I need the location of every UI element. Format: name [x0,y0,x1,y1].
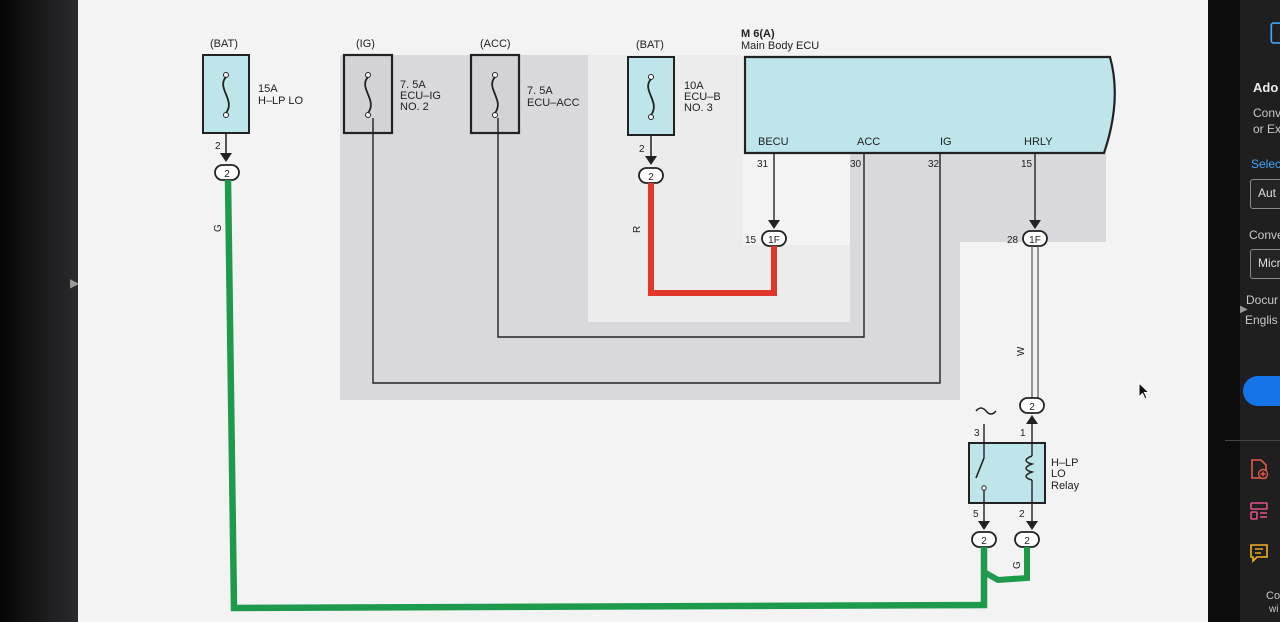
auto-select-value: Aut [1258,186,1277,200]
fuse4-name2: NO. 3 [684,102,713,114]
relay-pin-3: 3 [974,428,980,439]
relay-connector-5-label: 2 [981,536,987,547]
panel-bottom-text-2: wi [1269,604,1279,615]
panel-bottom-text: Co [1266,590,1280,602]
fuse2-rating: 7. 5A [400,79,426,91]
fuse1-name: H–LP LO [258,95,303,107]
wire-red-color: R [632,226,643,233]
ecu-pin-30: 30 [850,159,862,170]
junction-becu-pin: 15 [745,235,757,246]
doc-label: Docur [1246,293,1279,307]
relay-pin-1: 1 [1020,428,1026,439]
convert-select[interactable]: Micr [1250,249,1280,279]
arrow-becu [768,220,780,229]
pdf-add-icon[interactable] [1248,458,1270,480]
panel-title: Ado [1253,80,1279,95]
fuse1-connector [214,164,240,181]
monitor-bezel-left [0,0,78,622]
doc-language: Englis [1245,313,1278,327]
relay-pin-5: 5 [973,509,979,520]
file-icon[interactable] [1268,22,1280,44]
wire-green-color-2: G [1012,561,1023,569]
relay-top-arrow [1026,415,1038,424]
relay-name3: Relay [1051,480,1080,492]
fuse-h-lp-lo [202,54,250,162]
fuse2-name: ECU–IG [400,90,441,102]
ecu-name: Main Body ECU [741,40,819,52]
junction-hrly [1022,230,1048,247]
relay-top-connector [1019,397,1045,414]
acrobat-side-panel: Ado Conv or Ex Selec Aut Conve Micr ▶ Do… [1240,0,1280,622]
relay-name: H–LP [1051,457,1079,469]
auto-select[interactable]: Aut [1250,179,1280,209]
fuse-ecu-b [627,56,675,165]
wire-ig [372,118,941,384]
chevron-right-icon[interactable]: ▶ [70,276,80,290]
panel-divider [1225,440,1280,441]
convert-button[interactable] [1243,376,1280,406]
ecu-pin-becu-label: BECU [758,136,789,148]
relay-top-connector-label: 2 [1029,402,1035,413]
wire-acc [497,118,865,338]
fuse2-source: (IG) [356,38,375,50]
wiring-diagram-page: (BAT) 15A H–LP LO 2 2 (IG) 7. 5A ECU–IG … [78,0,1208,622]
fuse-ecu-ig [342,53,394,135]
layout-icon[interactable] [1248,500,1270,522]
ecu-pin-ig-label: IG [940,136,952,148]
fuse-ecu-acc [469,53,521,135]
fuse3-rating: 7. 5A [527,85,553,97]
convert-label: Conve [1249,228,1280,242]
main-body-ecu [743,55,1116,155]
wire-green-main [224,179,988,612]
wire-white [1031,246,1039,398]
convert-select-value: Micr [1258,256,1280,270]
monitor-bezel-right [1208,0,1240,622]
relay-pin-2: 2 [1019,509,1025,520]
fuse4-source: (BAT) [636,39,664,51]
wire-green-color-1: G [213,224,224,232]
panel-line-1: Conv [1253,106,1280,120]
fuse4-name: ECU–B [684,91,721,103]
junction-hrly-pin: 28 [1007,235,1019,246]
panel-line-2: or Ex [1253,122,1280,136]
fuse1-rating: 15A [258,83,278,95]
mouse-cursor-icon [1138,382,1151,400]
fuse1-connector-label: 2 [224,169,230,180]
junction-becu-label: 1F [768,235,780,246]
fuse4-rating: 10A [684,80,704,92]
ecu-pin-31: 31 [757,159,769,170]
ecu-header: M 6(A) [741,28,775,40]
ecu-pin-15: 15 [1021,159,1033,170]
ecu-pin-32: 32 [928,159,940,170]
wire-white-color: W [1016,346,1027,356]
fuse1-pin: 2 [215,141,221,152]
fuse4-pin: 2 [639,144,645,155]
ecu-pin-hrly-label: HRLY [1024,136,1053,148]
fuse1-source: (BAT) [210,38,238,50]
signal-wires [372,118,1036,384]
fuse3-source: (ACC) [480,38,511,50]
wiring-diagram: (BAT) 15A H–LP LO 2 2 (IG) 7. 5A ECU–IG … [202,28,1116,612]
fuse3-name: ECU–ACC [527,97,580,109]
fuse4-connector-label: 2 [648,172,654,183]
panel-select-label: Selec [1251,157,1280,171]
junction-hrly-label: 1F [1029,235,1041,246]
wire-red [648,183,777,296]
wire-green-relay [982,547,1030,584]
arrow-hrly [1029,220,1041,229]
h-lp-lo-relay [968,407,1046,530]
relay-connector-2-label: 2 [1024,536,1030,547]
ecu-pin-acc-label: ACC [857,136,880,148]
relay-name2: LO [1051,468,1066,480]
chevron-right-icon[interactable]: ▶ [1240,304,1248,315]
fuse2-name2: NO. 2 [400,101,429,113]
comment-icon[interactable] [1248,542,1270,564]
